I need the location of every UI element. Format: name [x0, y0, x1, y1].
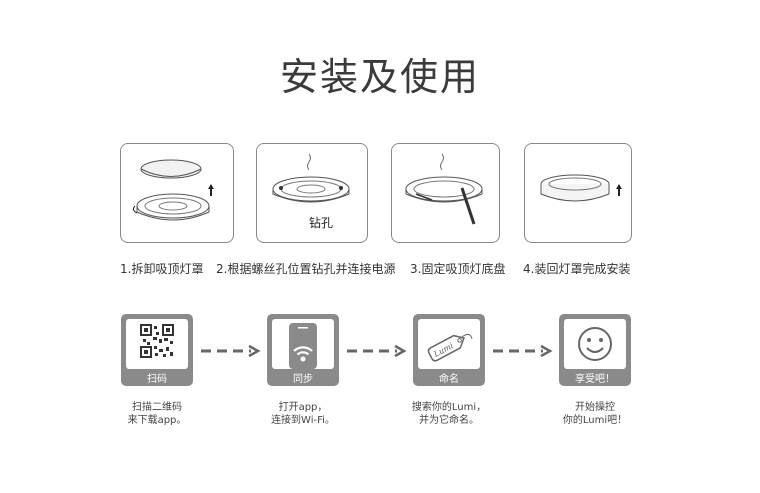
- scan-description: 扫描二维码 来下载app。: [127, 402, 187, 426]
- scan-label: 扫码: [147, 374, 167, 385]
- enjoy-description: 开始操控 你的Lumi吧！: [562, 402, 628, 426]
- phone-wifi-icon: [289, 323, 317, 369]
- name-label: 命名: [439, 374, 459, 385]
- enjoy-label: 享受吧！: [575, 374, 615, 385]
- smiley-icon: [578, 327, 612, 361]
- sync-tile: 同步: [267, 314, 339, 386]
- arrow-right-icon: [347, 344, 407, 358]
- scan-tile: 扫码: [121, 314, 193, 386]
- step-3-illustration: [391, 143, 500, 243]
- step-1-caption: 1.拆卸吸顶灯罩: [120, 262, 204, 276]
- step-4-caption: 4.装回灯罩完成安装: [523, 262, 631, 276]
- drill-label: 钻孔: [309, 216, 334, 230]
- step-2-illustration: 钻孔: [256, 143, 368, 243]
- step-2-caption: 2.根据螺丝孔位置钻孔并连接电源: [216, 262, 396, 276]
- qr-code-icon: [140, 324, 174, 358]
- step-1-illustration: [120, 143, 234, 243]
- page-title: 安装及使用: [279, 55, 480, 99]
- enjoy-tile: 享受吧！: [559, 314, 631, 386]
- sync-label: 同步: [293, 374, 313, 385]
- step-4-illustration: [524, 143, 632, 243]
- arrow-right-icon: [493, 344, 553, 358]
- sync-description: 打开app， 连接到Wi-Fi。: [271, 402, 335, 426]
- tag-icon: Lumi: [427, 333, 473, 362]
- step-3-caption: 3.固定吸顶灯底盘: [410, 262, 506, 276]
- arrow-right-icon: [201, 344, 261, 358]
- name-tile: Lumi 命名: [413, 314, 485, 386]
- name-description: 搜索你的Lumi， 并为它命名。: [411, 402, 487, 426]
